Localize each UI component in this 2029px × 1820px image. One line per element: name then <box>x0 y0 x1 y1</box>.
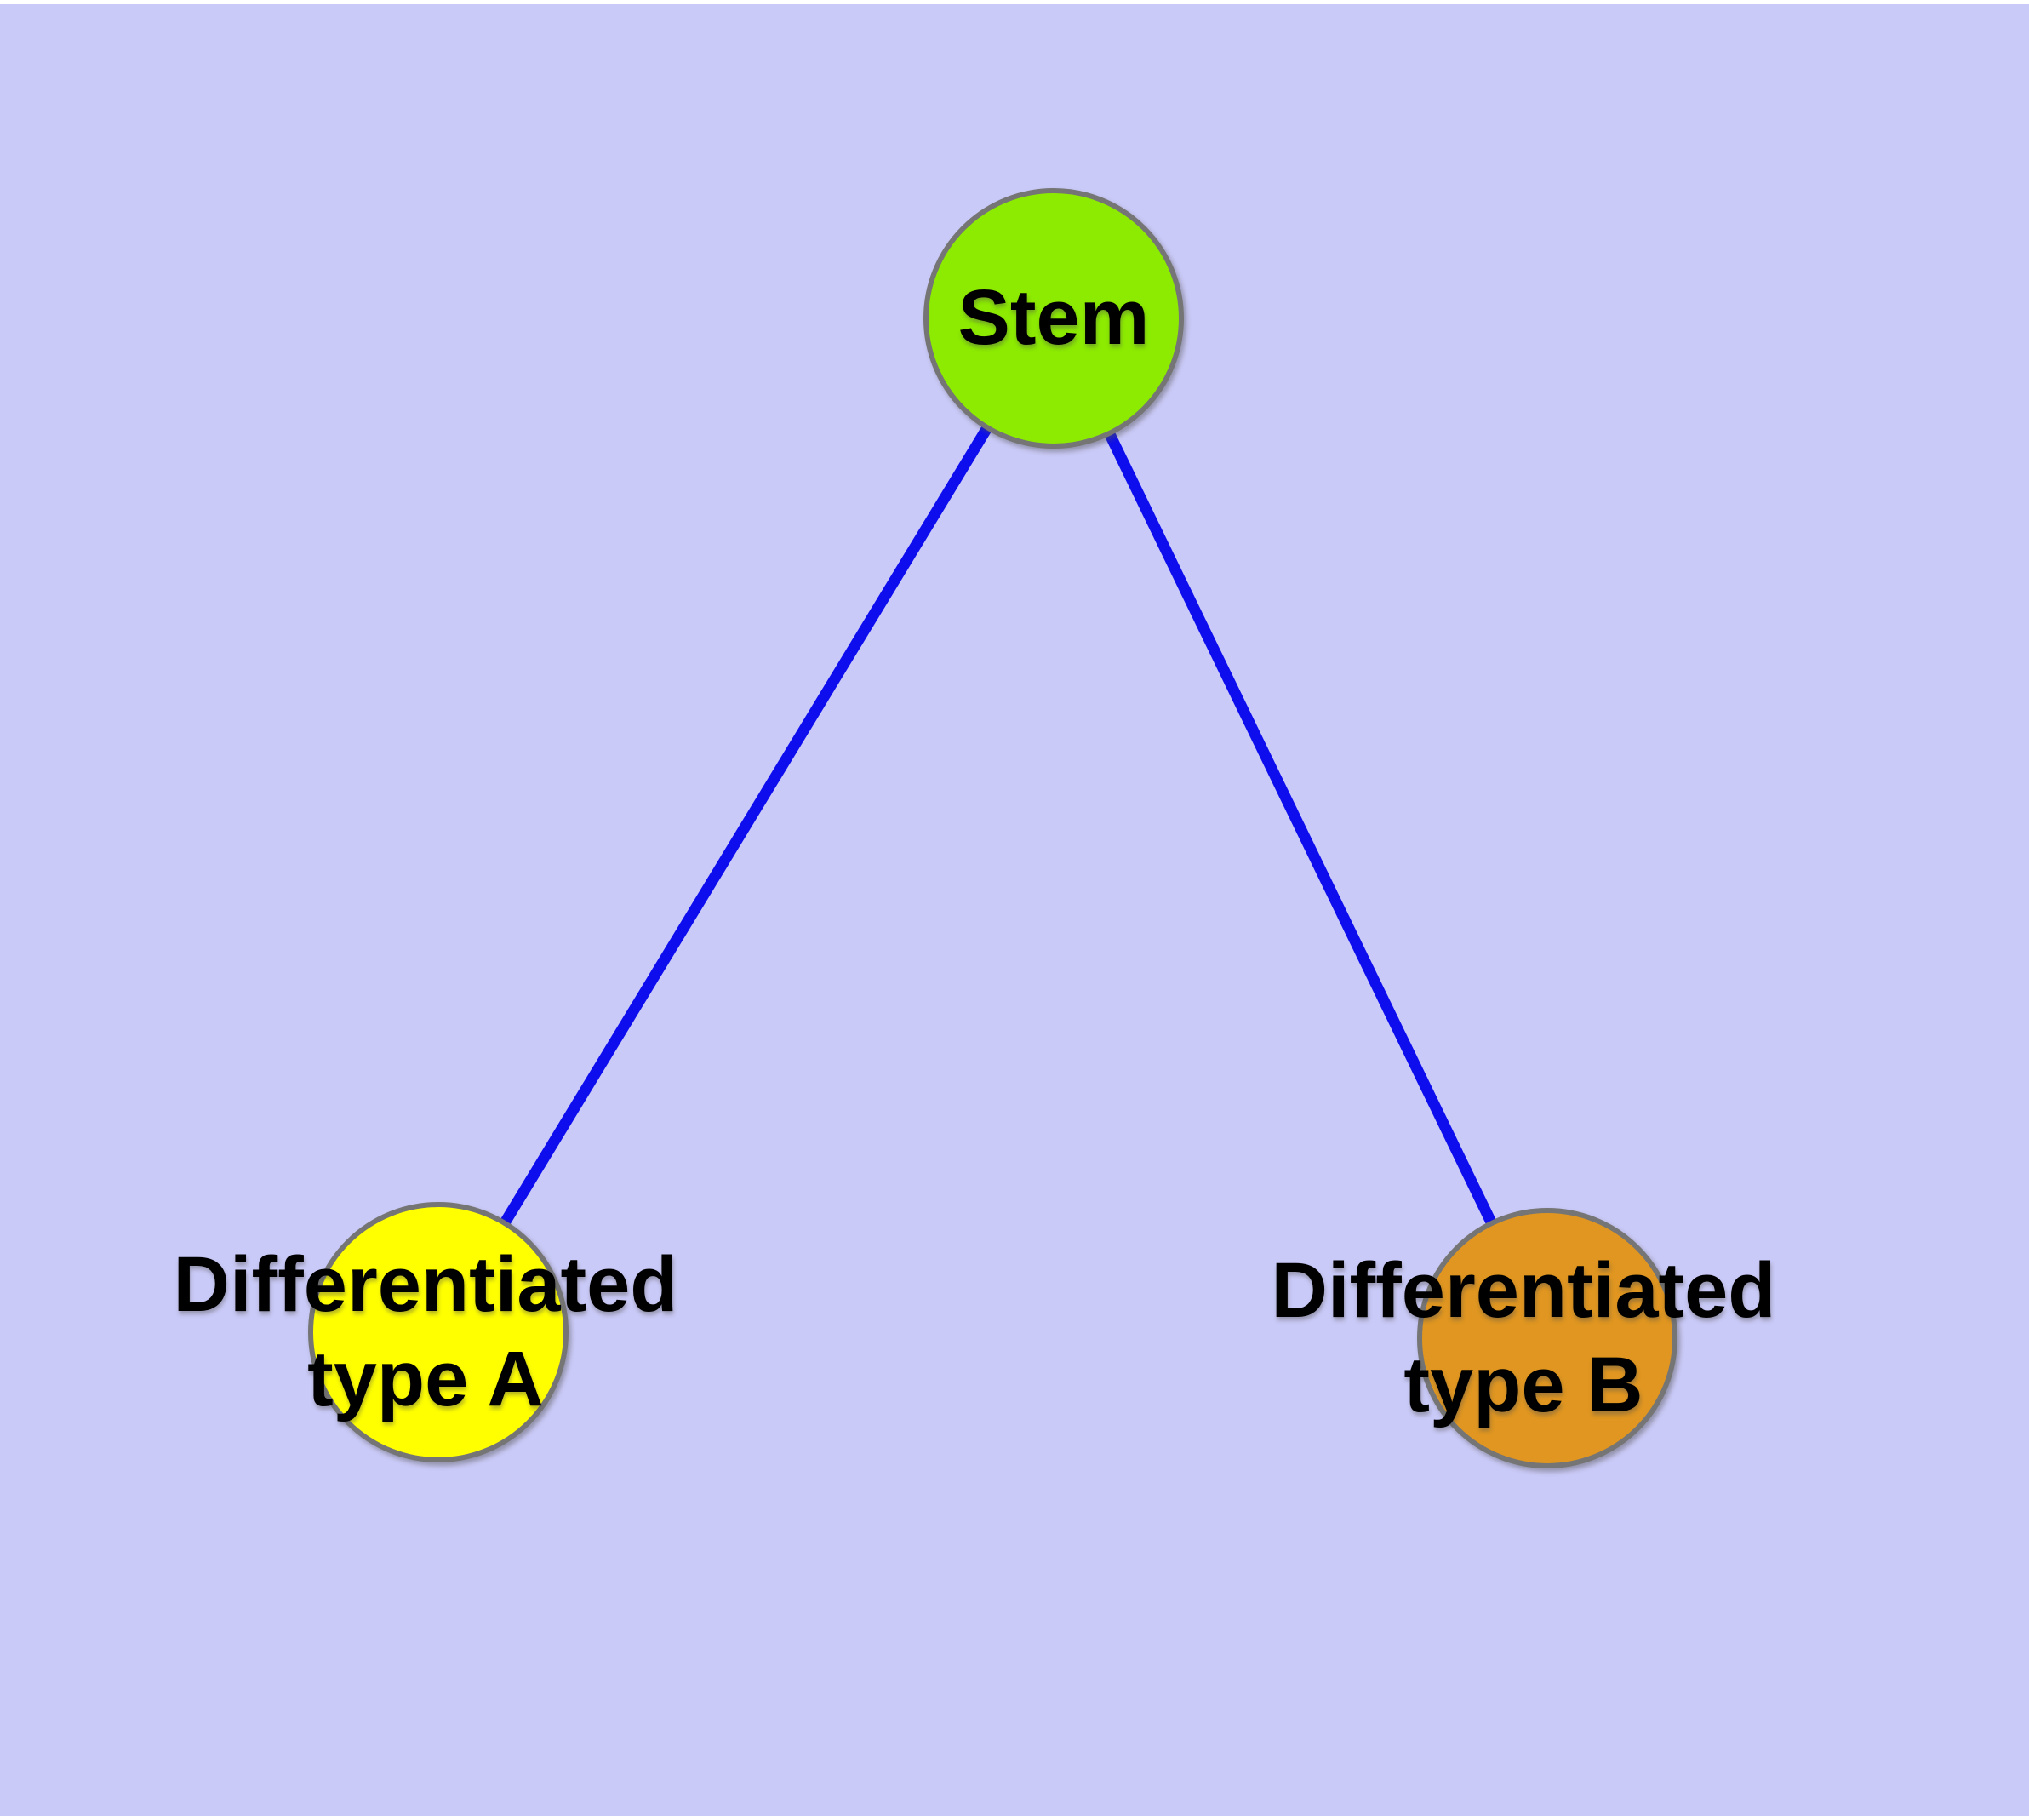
canvas-margin-bottom <box>0 1816 2029 1820</box>
node-type-a-circle <box>308 1202 569 1462</box>
node-type-b-circle <box>1417 1208 1677 1468</box>
edge-stem-to-type-b <box>1049 316 1552 1341</box>
canvas-margin-top <box>0 0 2029 4</box>
node-stem-circle <box>923 188 1184 449</box>
edge-stem-to-type-a <box>433 315 1059 1336</box>
